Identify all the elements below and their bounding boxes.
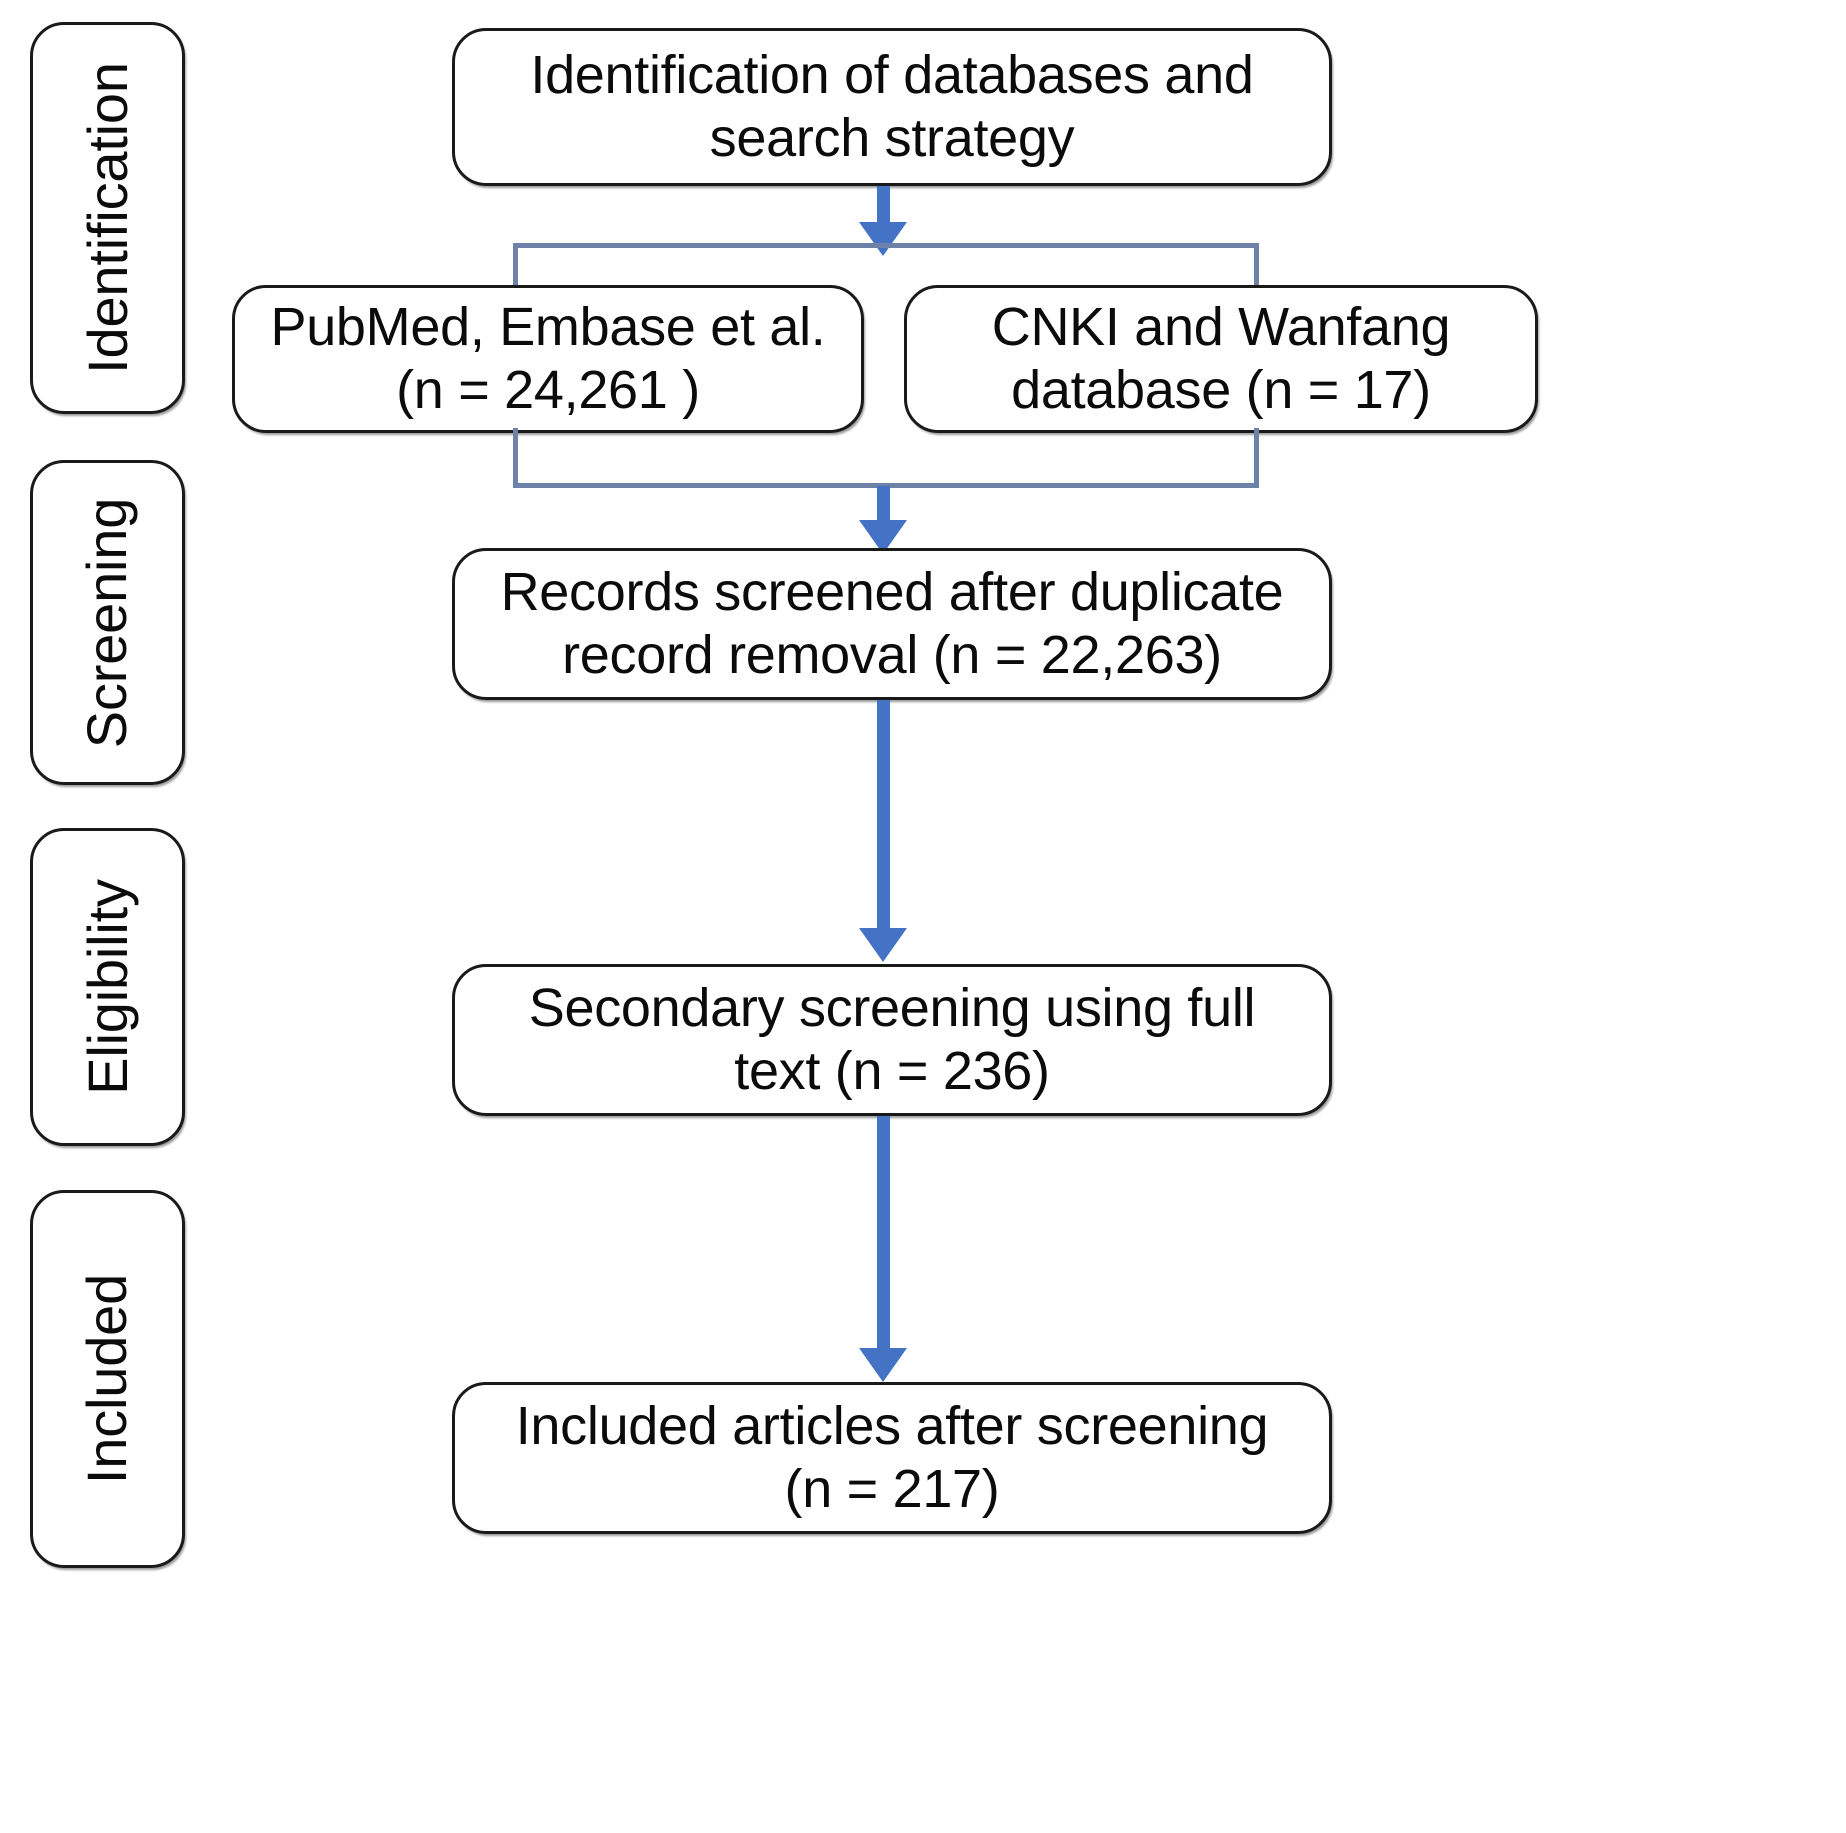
connector-fulltext-to-included-shaft — [877, 1116, 890, 1356]
node-records-screened-text: Records screened after duplicate record … — [500, 562, 1284, 685]
stage-box-eligibility: Eligibility — [30, 828, 185, 1146]
connector-search-to-split-arrowhead — [859, 222, 907, 256]
connector-records-to-fulltext-shaft — [877, 700, 890, 936]
node-source-international-text: PubMed, Embase et al. (n = 24,261 ) — [270, 297, 826, 420]
stage-label-included: Included — [75, 1273, 139, 1485]
node-source-international: PubMed, Embase et al. (n = 24,261 ) — [232, 285, 864, 433]
connector-merge-to-records-shaft — [877, 486, 890, 528]
stage-box-included: Included — [30, 1190, 185, 1568]
connector-fulltext-to-included-arrowhead — [859, 1348, 907, 1382]
stage-box-identification: Identification — [30, 22, 185, 414]
node-full-text-screening-text: Secondary screening using full text (n =… — [528, 978, 1256, 1101]
split-bracket-identification — [513, 243, 1259, 291]
stage-label-eligibility: Eligibility — [75, 879, 139, 1095]
node-included-articles-text: Included articles after screening (n = 2… — [515, 1396, 1269, 1519]
node-search-strategy: Identification of databases and search s… — [452, 28, 1332, 186]
node-search-strategy-text: Identification of databases and search s… — [530, 45, 1254, 168]
node-source-chinese: CNKI and Wanfang database (n = 17) — [904, 285, 1538, 433]
node-source-chinese-text: CNKI and Wanfang database (n = 17) — [991, 297, 1451, 420]
node-records-screened: Records screened after duplicate record … — [452, 548, 1332, 700]
node-included-articles: Included articles after screening (n = 2… — [452, 1382, 1332, 1534]
node-full-text-screening: Secondary screening using full text (n =… — [452, 964, 1332, 1116]
merge-bracket-identification — [513, 428, 1259, 488]
connector-search-to-split-shaft — [877, 186, 890, 228]
stage-label-identification: Identification — [75, 62, 139, 374]
connector-records-to-fulltext-arrowhead — [859, 928, 907, 962]
stage-label-screening: Screening — [75, 497, 139, 748]
stage-box-screening: Screening — [30, 460, 185, 785]
